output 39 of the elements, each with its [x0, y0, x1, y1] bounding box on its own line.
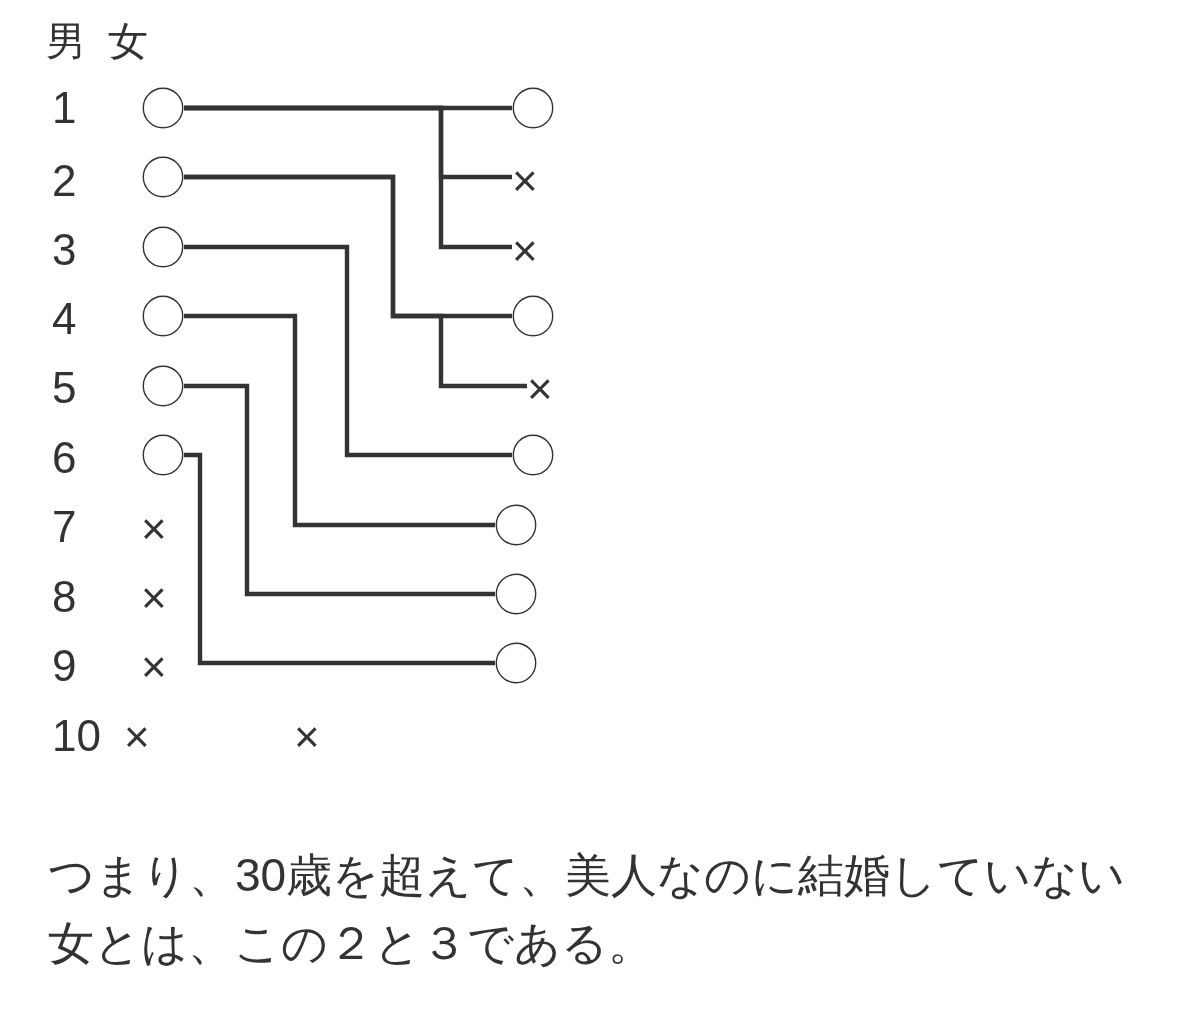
row-number: 8 — [52, 575, 77, 619]
cross-mark: × — [141, 576, 167, 620]
circle-icon — [142, 156, 184, 198]
cross-mark: × — [141, 645, 167, 689]
caption-text: つまり、30歳を超えて、美人なのに結婚していない女とは、この２と３である。 — [48, 848, 1127, 971]
connector-line — [184, 105, 512, 250]
circle-icon — [142, 226, 184, 268]
row-number: 4 — [52, 297, 77, 341]
circle-icon — [512, 434, 554, 476]
circle-icon — [495, 504, 537, 546]
column-header: 女 — [108, 21, 148, 61]
cross-mark: × — [141, 507, 167, 551]
cross-mark: × — [294, 715, 320, 759]
circle-icon — [512, 295, 554, 337]
row-number: 9 — [52, 644, 77, 688]
circle-icon — [142, 295, 184, 337]
circle-icon — [142, 434, 184, 476]
row-number: 7 — [52, 505, 77, 549]
row-number: 10 — [52, 714, 101, 758]
row-number: 6 — [52, 436, 77, 480]
circle-icon — [495, 573, 537, 615]
circle-icon — [495, 642, 537, 684]
connector-line — [184, 452, 495, 666]
circle-icon — [512, 87, 554, 129]
row-number: 2 — [52, 159, 77, 203]
cross-mark: × — [512, 229, 538, 273]
cross-mark: × — [512, 159, 538, 203]
cross-mark: × — [527, 367, 553, 411]
connector-line — [184, 313, 495, 528]
circle-icon — [142, 365, 184, 407]
row-number: 5 — [52, 366, 77, 410]
column-header: 男 — [46, 21, 86, 61]
row-number: 1 — [52, 86, 77, 130]
connector-line — [184, 244, 512, 458]
cross-mark: × — [124, 715, 150, 759]
row-number: 3 — [52, 228, 77, 272]
connector-line — [184, 174, 527, 389]
circle-icon — [142, 87, 184, 129]
connector-line — [184, 383, 495, 597]
